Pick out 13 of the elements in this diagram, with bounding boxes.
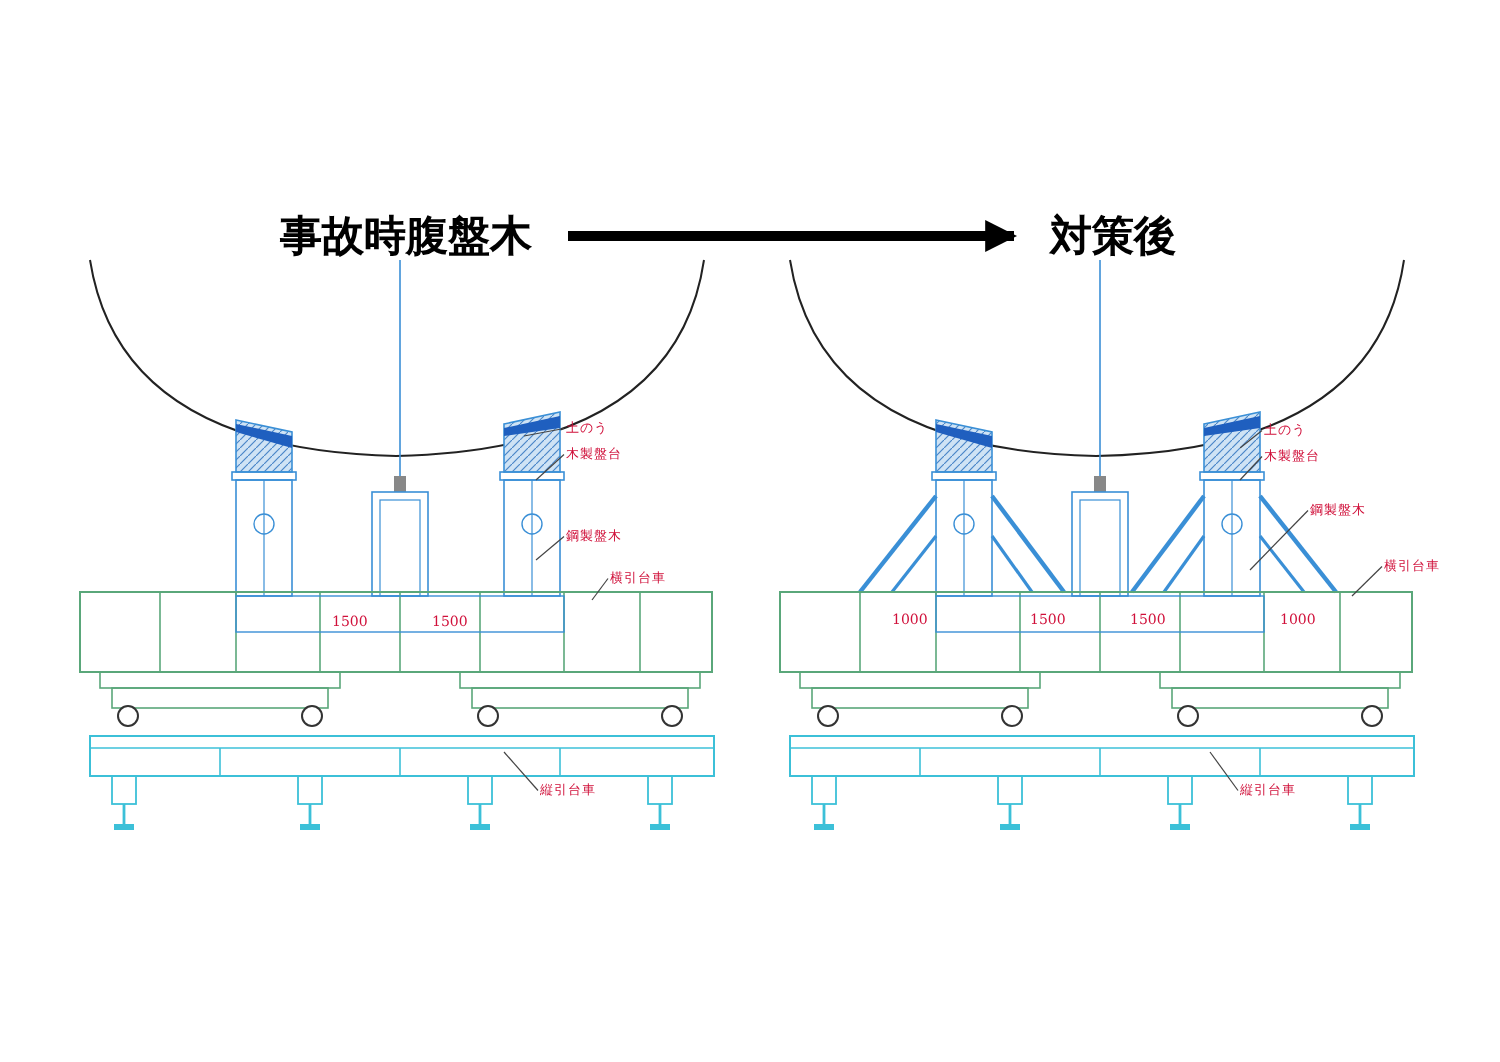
leader-line <box>535 453 565 481</box>
heading: 対策後 <box>1050 208 1176 264</box>
arrow <box>568 220 1018 252</box>
leader-line <box>1209 751 1239 792</box>
leader-line <box>503 751 539 792</box>
leader-line <box>591 577 609 601</box>
heading: 事故時腹盤木 <box>280 208 532 264</box>
leader-line <box>535 535 565 561</box>
leader-line <box>1249 509 1309 571</box>
leader-line <box>1239 455 1263 481</box>
leader-line <box>1239 429 1263 449</box>
leader-line <box>1351 565 1383 597</box>
leader-line <box>523 427 565 437</box>
